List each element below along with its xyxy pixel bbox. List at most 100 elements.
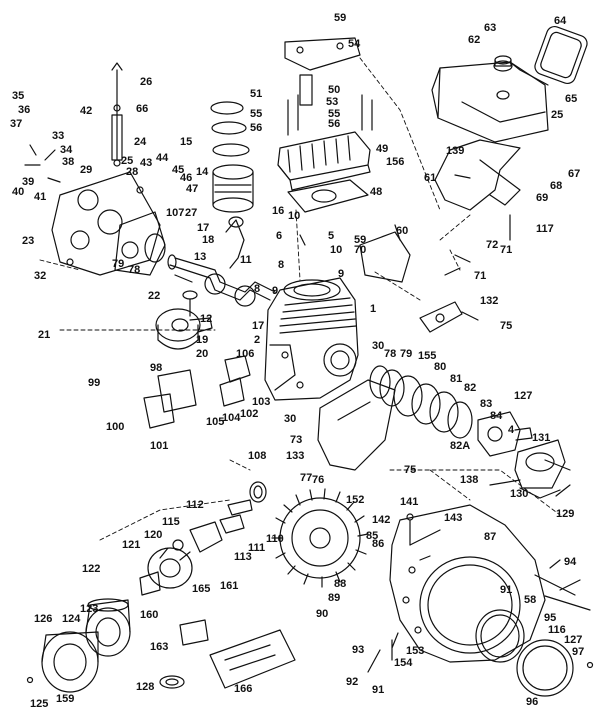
callout-124: 124 (62, 613, 81, 625)
callout-121: 121 (122, 539, 141, 551)
callout-25: 25 (551, 109, 564, 121)
gas-cap (494, 55, 512, 67)
oil-seal (249, 481, 267, 503)
callout-116: 116 (548, 624, 566, 636)
callout-10: 10 (330, 244, 343, 256)
cylinder-head (277, 131, 371, 191)
callout-126: 126 (34, 613, 53, 625)
callout-42: 42 (80, 105, 93, 117)
callout-53: 53 (326, 96, 339, 108)
callout-66: 66 (136, 103, 149, 115)
callout-45: 45 (172, 164, 185, 176)
callout-72: 72 (486, 239, 499, 251)
callout-11: 11 (240, 254, 252, 266)
crankshaft (167, 254, 276, 307)
starter-spring-clip (139, 539, 184, 596)
callout-117: 117 (536, 223, 554, 235)
gear-cover (51, 171, 161, 276)
callout-26: 26 (140, 76, 153, 88)
callout-39: 39 (22, 176, 35, 188)
callout-41: 41 (34, 191, 47, 203)
decal (179, 619, 209, 646)
callout-108: 108 (248, 450, 267, 462)
callout-12: 12 (200, 313, 213, 325)
callout-128: 128 (136, 681, 155, 693)
grille-hardware (534, 559, 591, 611)
callout-59: 59 (334, 12, 347, 24)
callout-46: 46 (180, 172, 193, 184)
callout-47: 47 (186, 183, 199, 195)
callout-17: 17 (252, 320, 265, 332)
callout-25: 25 (121, 155, 134, 167)
rotating-screen (516, 639, 574, 697)
breaker-points (219, 355, 251, 407)
callout-4: 4 (508, 424, 515, 436)
cam-gear (182, 290, 198, 317)
callout-34: 34 (60, 144, 73, 156)
callout-87: 87 (484, 531, 497, 543)
callout-92: 92 (346, 676, 359, 688)
head-bolts (287, 74, 373, 136)
callout-129: 129 (556, 508, 575, 520)
callout-79: 79 (400, 348, 413, 360)
callout-152: 152 (346, 494, 365, 506)
callout-99: 99 (88, 377, 101, 389)
callout-21: 21 (38, 329, 51, 341)
callout-55: 55 (250, 108, 263, 120)
callout-69: 69 (536, 192, 549, 204)
callout-97: 97 (572, 646, 585, 658)
callout-55: 55 (328, 108, 341, 120)
callout-22: 22 (148, 290, 161, 302)
callout-154: 154 (394, 657, 413, 669)
callout-131: 131 (532, 432, 551, 444)
callout-91: 91 (372, 684, 385, 696)
finned-flywheel (271, 488, 369, 588)
blower-housing (389, 504, 546, 663)
callout-100: 100 (106, 421, 125, 433)
callout-19: 19 (196, 334, 209, 346)
callout-35: 35 (12, 90, 25, 102)
callout-83: 83 (480, 398, 493, 410)
callout-82: 82 (464, 382, 477, 394)
screen-retainer-ring (475, 609, 525, 663)
callout-139: 139 (446, 145, 465, 157)
callout-122: 122 (82, 563, 101, 575)
governor-shaft (111, 62, 123, 167)
tank-strap (534, 25, 588, 85)
piston-rings (210, 101, 250, 157)
callout-54: 54 (348, 38, 361, 50)
callout-28: 28 (126, 166, 139, 178)
dashed-grouping-lines (39, 57, 561, 541)
callout-127: 127 (564, 634, 583, 646)
carburetor (477, 411, 533, 457)
callout-59: 59 (354, 234, 367, 246)
callout-110: 110 (266, 533, 284, 545)
instruction-plate (209, 629, 296, 689)
callout-85: 85 (366, 530, 379, 542)
callout-93: 93 (352, 644, 365, 656)
callout-13: 13 (194, 251, 207, 263)
callout-5: 5 (328, 230, 335, 242)
callout-64: 64 (554, 15, 567, 27)
callout-165: 165 (192, 583, 211, 595)
callout-43: 43 (140, 157, 153, 169)
choke-rod (489, 479, 521, 486)
callout-156: 156 (386, 156, 405, 168)
callout-120: 120 (144, 529, 163, 541)
callout-104: 104 (222, 412, 241, 424)
callout-101: 101 (150, 440, 169, 452)
grommet (159, 675, 185, 689)
fuel-line-bracket (434, 139, 521, 211)
connecting-rod (225, 216, 245, 269)
callout-48: 48 (370, 186, 383, 198)
callout-91: 91 (500, 584, 513, 596)
callout-80: 80 (434, 361, 447, 373)
callout-88: 88 (334, 578, 347, 590)
callout-78: 78 (128, 264, 141, 276)
callout-86: 86 (372, 538, 385, 550)
callout-75: 75 (500, 320, 513, 332)
air-deflector (359, 231, 411, 283)
callout-2: 2 (254, 334, 261, 346)
callout-113: 113 (234, 551, 252, 563)
